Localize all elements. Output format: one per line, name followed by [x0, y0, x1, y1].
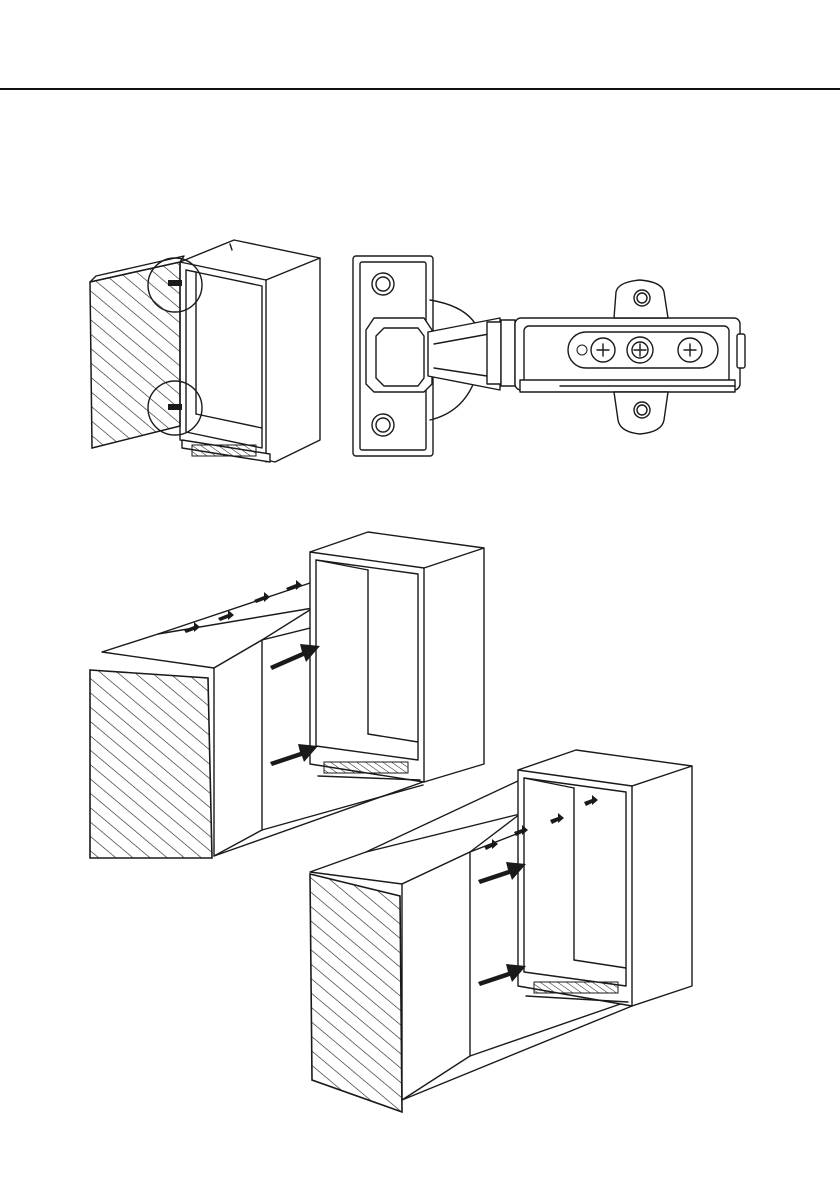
cabinet-open-door-figure [90, 240, 320, 462]
cabinet-slide-in-figure-2 [310, 750, 692, 1112]
cabinet-slide-in-figure-1 [90, 532, 484, 858]
concealed-hinge-figure [353, 256, 745, 456]
